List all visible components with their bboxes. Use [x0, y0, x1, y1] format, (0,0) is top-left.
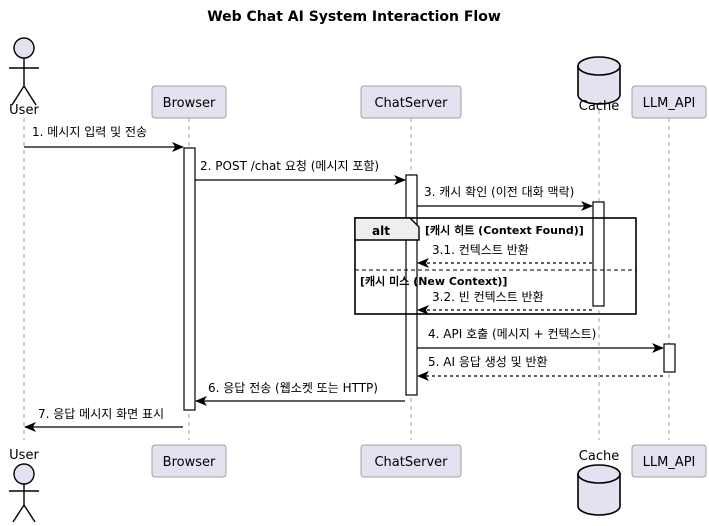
participant-user-top[interactable]: User	[9, 37, 39, 118]
actor-head-icon-bottom	[13, 463, 35, 485]
alt-guard-branch-1: [캐시 히트 (Context Found)]	[425, 223, 584, 237]
participant-label-user-top: User	[9, 103, 39, 118]
message-2: 2. POST /chat 요청 (메시지 포함)	[195, 159, 406, 185]
message-6: 6. 응답 전송 (웹소켓 또는 HTTP)	[195, 381, 405, 406]
actor-head-icon	[13, 37, 35, 59]
message-2-label: 2. POST /chat 요청 (메시지 포함)	[200, 159, 379, 173]
activation-cache	[592, 201, 605, 307]
database-top-ellipse-icon-bottom	[577, 464, 621, 484]
message-3-1: 3.1. 컨텍스트 반환	[417, 243, 592, 268]
message-3-2-label: 3.2. 빈 컨텍스트 반환	[432, 290, 544, 304]
alt-operator-label: alt	[372, 224, 390, 238]
database-cylinder-icon	[577, 65, 621, 105]
message-5: 5. AI 응답 생성 및 반환	[417, 355, 663, 381]
activation-chatserver	[405, 174, 418, 396]
participant-box-chatserver-top[interactable]	[360, 85, 462, 119]
participant-label-llmapi-top: LLM_API	[643, 96, 696, 111]
message-7-label: 7. 응답 메시지 화면 표시	[38, 407, 164, 421]
alt-fragment-header-shape	[354, 217, 420, 241]
message-5-label: 5. AI 응답 생성 및 반환	[428, 355, 548, 369]
message-3-label: 3. 캐시 확인 (이전 대화 맥락)	[424, 185, 574, 199]
activation-llmapi	[663, 343, 676, 373]
message-1-label: 1. 메시지 입력 및 전송	[32, 125, 147, 139]
participant-box-llmapi-top[interactable]	[631, 85, 707, 119]
participant-label-browser-top: Browser	[163, 96, 216, 111]
database-cylinder-icon-bottom	[577, 473, 621, 516]
participant-cache-top[interactable]: Cache	[577, 56, 621, 114]
participant-label-cache-bottom: Cache	[579, 449, 619, 464]
actor-body-icon-bottom	[9, 484, 39, 523]
participant-chatserver-bottom[interactable]: ChatServer	[360, 444, 462, 478]
message-4: 4. API 호출 (메시지 + 컨텍스트)	[417, 327, 664, 353]
message-3-1-label: 3.1. 컨텍스트 반환	[432, 243, 529, 257]
participant-label-chatserver-bottom: ChatServer	[374, 455, 448, 470]
participant-box-browser-bottom[interactable]	[151, 444, 227, 478]
participant-label-cache-top: Cache	[579, 99, 619, 114]
participant-cache-bottom[interactable]: Cache	[577, 449, 621, 516]
participant-browser-bottom[interactable]: Browser	[151, 444, 227, 478]
participant-label-browser-bottom: Browser	[163, 455, 216, 470]
page-title: Web Chat AI System Interaction Flow	[207, 9, 501, 25]
activation-browser	[183, 147, 196, 411]
participant-box-chatserver-bottom[interactable]	[360, 444, 462, 478]
activation-bars	[183, 147, 676, 411]
participant-llmapi-top[interactable]: LLM_API	[631, 85, 707, 119]
message-1: 1. 메시지 입력 및 전송	[24, 125, 184, 152]
participant-box-browser-top[interactable]	[151, 85, 227, 119]
participant-box-llmapi-bottom[interactable]	[631, 444, 707, 478]
participant-label-chatserver-top: ChatServer	[374, 96, 448, 111]
actor-body-icon	[9, 58, 39, 106]
alt-fragment-box	[354, 217, 637, 315]
alt-fragment: alt [캐시 히트 (Context Found)] [캐시 미스 (New …	[354, 217, 637, 315]
participant-chatserver-top[interactable]: ChatServer	[360, 85, 462, 119]
message-4-label: 4. API 호출 (메시지 + 컨텍스트)	[428, 327, 596, 341]
participant-llmapi-bottom[interactable]: LLM_API	[631, 444, 707, 478]
participant-user-bottom[interactable]: User	[9, 448, 39, 523]
message-3-2: 3.2. 빈 컨텍스트 반환	[417, 290, 592, 315]
participant-label-user-bottom: User	[9, 448, 39, 463]
message-6-label: 6. 응답 전송 (웹소켓 또는 HTTP)	[208, 381, 378, 395]
alt-guard-branch-2: [캐시 미스 (New Context)]	[360, 274, 507, 288]
participant-browser-top[interactable]: Browser	[151, 85, 227, 119]
participant-label-llmapi-bottom: LLM_API	[643, 455, 696, 470]
message-3: 3. 캐시 확인 (이전 대화 맥락)	[417, 185, 593, 211]
database-top-ellipse-icon	[577, 56, 621, 76]
message-7: 7. 응답 메시지 화면 표시	[24, 407, 183, 432]
